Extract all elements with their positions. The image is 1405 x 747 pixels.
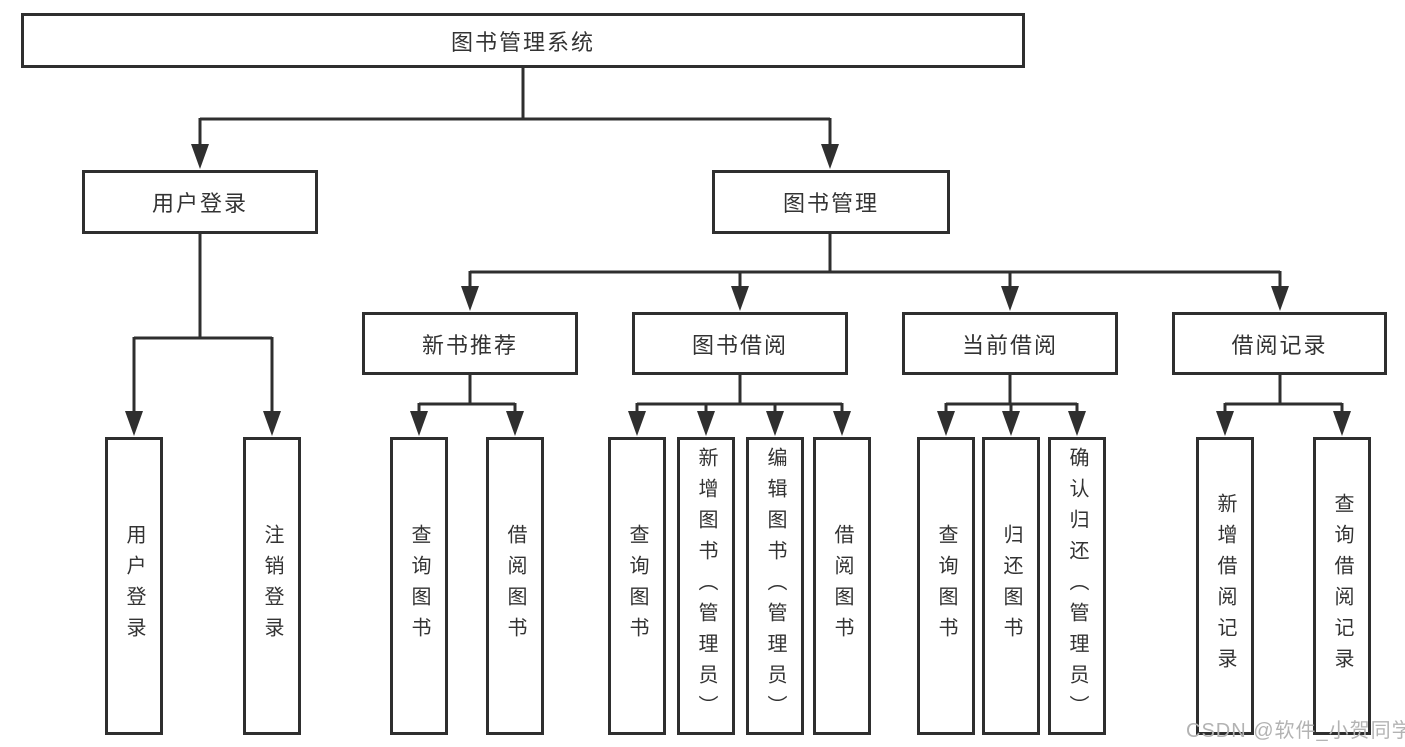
leaf-label: 用户登录 — [123, 524, 145, 648]
leaf-label: 新增图书（管理员） — [695, 446, 717, 726]
leaf-add-book-admin: 新增图书（管理员） — [677, 437, 735, 735]
node-label: 图书借阅 — [691, 332, 788, 358]
node-book-management: 图书管理 — [712, 170, 950, 234]
node-label: 新书推荐 — [421, 332, 518, 358]
node-new-book-recommendation: 新书推荐 — [362, 312, 578, 375]
leaf-label: 新增借阅记录 — [1214, 493, 1236, 679]
leaf-label: 查询图书 — [935, 524, 957, 648]
node-label: 用户登录 — [151, 191, 248, 216]
leaf-query-borrow-record: 查询借阅记录 — [1313, 437, 1371, 735]
node-borrowing-records: 借阅记录 — [1172, 312, 1387, 375]
leaf-borrow-books: 借阅图书 — [813, 437, 871, 735]
node-label: 图书管理 — [782, 191, 879, 216]
node-book-borrowing: 图书借阅 — [632, 312, 848, 375]
node-library-management-system: 图书管理系统 — [21, 13, 1025, 68]
leaf-label: 查询借阅记录 — [1331, 493, 1353, 679]
node-label: 借阅记录 — [1231, 332, 1328, 358]
leaf-query-books-current: 查询图书 — [917, 437, 975, 735]
leaf-return-book: 归还图书 — [982, 437, 1040, 735]
leaf-confirm-return-admin: 确认归还（管理员） — [1048, 437, 1106, 735]
leaf-query-books-recommend: 查询图书 — [390, 437, 448, 735]
node-current-borrowing: 当前借阅 — [902, 312, 1118, 375]
leaf-label: 借阅图书 — [831, 524, 853, 648]
leaf-label: 查询图书 — [626, 524, 648, 648]
leaf-user-login: 用户登录 — [105, 437, 163, 735]
leaf-label: 注销登录 — [261, 524, 283, 648]
leaf-label: 确认归还（管理员） — [1066, 446, 1088, 726]
leaf-label: 查询图书 — [408, 524, 430, 648]
leaf-label: 借阅图书 — [504, 524, 526, 648]
leaf-label: 归还图书 — [1000, 524, 1022, 648]
csdn-watermark: CSDN @软件_小贺同学 — [1186, 720, 1405, 742]
leaf-edit-book-admin: 编辑图书（管理员） — [746, 437, 804, 735]
leaf-query-books-borrow: 查询图书 — [608, 437, 666, 735]
node-label: 图书管理系统 — [450, 29, 595, 55]
node-user-login: 用户登录 — [82, 170, 318, 234]
leaf-logout: 注销登录 — [243, 437, 301, 735]
leaf-label: 编辑图书（管理员） — [764, 446, 786, 726]
leaf-borrow-books-recommend: 借阅图书 — [486, 437, 544, 735]
node-label: 当前借阅 — [961, 332, 1058, 358]
leaf-add-borrow-record: 新增借阅记录 — [1196, 437, 1254, 735]
